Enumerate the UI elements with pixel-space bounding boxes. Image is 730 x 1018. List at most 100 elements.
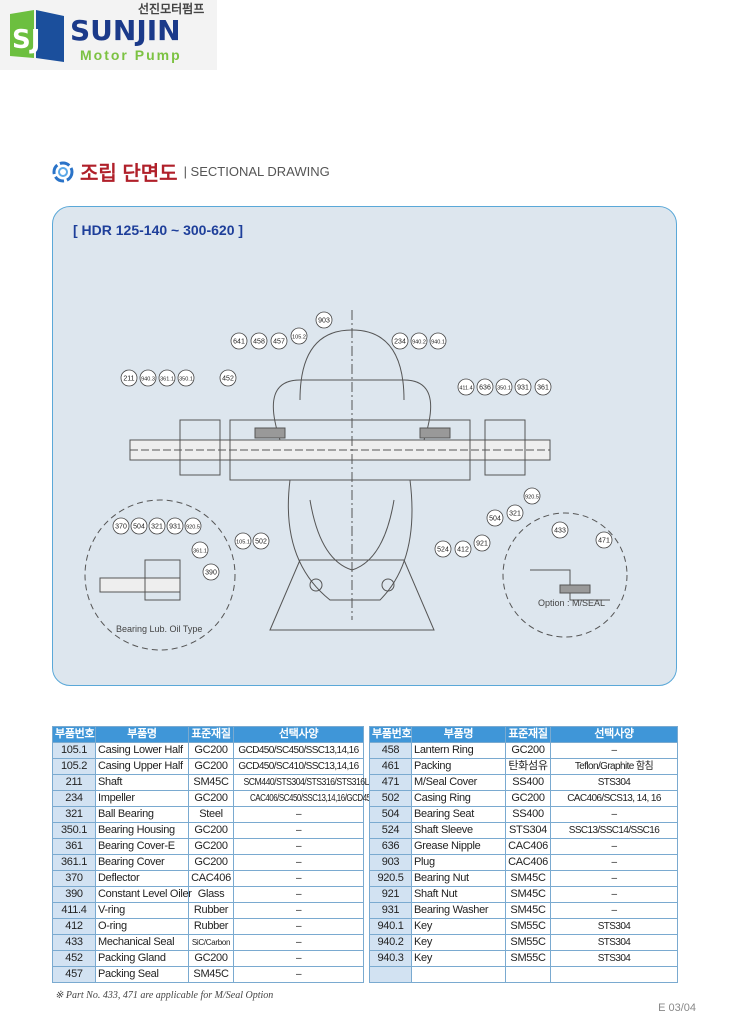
callout-940-1: 940.1: [429, 332, 447, 350]
cell-material: Steel: [188, 806, 234, 823]
cell-option-text: –: [296, 969, 302, 980]
cell-material: Rubber: [188, 902, 234, 919]
cell-material: SM45C: [505, 886, 551, 903]
callout-label: 524: [437, 547, 449, 554]
callout-524: 524: [434, 540, 452, 558]
cell-part-name: Bearing Cover: [95, 854, 189, 871]
cell-option-text: CAC406/SCS13, 14, 16: [567, 793, 661, 804]
callout-circle: [139, 369, 157, 387]
callout-circle: [476, 378, 494, 396]
callout-label: 504: [489, 516, 501, 523]
callout-label: 361.1: [193, 549, 207, 555]
cell-material: GC200: [188, 822, 234, 839]
callout-321: 321: [148, 517, 166, 535]
callout-label: 458: [253, 339, 265, 346]
cell-part-name: Packing Seal: [95, 966, 189, 983]
cell-option: –: [550, 854, 678, 871]
callout-circle: [219, 369, 237, 387]
callout-label: 504: [133, 524, 145, 531]
cell-option: –: [550, 838, 678, 855]
header-part-name: 부품명: [411, 726, 506, 743]
cell-part-no: 931: [369, 902, 412, 919]
cell-material: CAC406: [188, 870, 234, 887]
cell-option-text: –: [611, 889, 618, 900]
svg-text:SJ: SJ: [12, 25, 40, 55]
callout-label: 411.4: [459, 386, 472, 392]
callout-label: 433: [554, 528, 566, 535]
company-logo: SJ 선진모터펌프 SUNJIN Motor Pump: [0, 0, 217, 70]
cell-material: GC200: [188, 838, 234, 855]
cell-option: –: [233, 950, 364, 967]
cell-part-name: Key: [411, 918, 506, 935]
cell-option-text: –: [611, 841, 618, 852]
cell-part-no: 105.1: [52, 742, 96, 759]
cell-option-text: Teflon/Graphite 함침: [574, 761, 654, 772]
callout-931: 931: [514, 378, 532, 396]
cell-part-no: 211: [52, 774, 96, 791]
footnote: ※ Part No. 433, 471 are applicable for M…: [55, 990, 274, 1001]
detail-left-caption: Bearing Lub. Oil Type: [116, 624, 202, 634]
callout-411-4: 411.4: [457, 378, 475, 396]
callout-label: 940.1: [431, 340, 445, 346]
cell-part-name: Shaft: [95, 774, 189, 791]
cell-option-text: –: [611, 905, 618, 916]
cell-part-no: 940.1: [369, 918, 412, 935]
cell-option: SSC13/SSC14/SSC16: [550, 822, 678, 839]
cell-material: GC200: [188, 742, 234, 759]
cell-part-no: 350.1: [52, 822, 96, 839]
cell-part-name: Casing Lower Half: [95, 742, 189, 759]
cell-option-text: SCM440/STS304/STS316/STS316L: [243, 777, 370, 788]
cell-material: SS400: [505, 774, 551, 791]
callout-433: 433: [551, 521, 569, 539]
cell-option-text: –: [296, 937, 302, 948]
cell-material: Rubber: [188, 918, 234, 935]
callout-105-2: 105.2: [290, 327, 308, 345]
cell-option-text: –: [296, 873, 302, 884]
section-heading: 조립 단면도 | SECTIONAL DRAWING: [52, 157, 330, 186]
logo-korean-text: 선진모터펌프: [138, 2, 205, 16]
callout-circle: [202, 563, 220, 581]
cell-part-no: 105.2: [52, 758, 96, 775]
cell-part-no: 412: [52, 918, 96, 935]
callout-471: 471: [595, 531, 613, 549]
cell-option: –: [233, 854, 364, 871]
callout-105-1: 105.1: [234, 532, 252, 550]
cell-option: CAC406/SC450/SSC13,14,16/GCD450: [233, 790, 375, 807]
cell-part-no: 390: [52, 886, 96, 903]
callout-label: 931: [517, 385, 529, 392]
callout-label: 105.2: [292, 335, 306, 341]
callout-circle: [158, 369, 176, 387]
cell-option: –: [233, 838, 364, 855]
cell-part-name: Deflector: [95, 870, 189, 887]
cell-material: SM45C: [505, 902, 551, 919]
callout-label: 350.1: [497, 386, 511, 392]
callout-361: 361: [534, 378, 552, 396]
cell-option: –: [550, 902, 678, 919]
callout-label: 370: [115, 524, 127, 531]
cell-option: STS304: [550, 918, 678, 935]
callout-label: 452: [222, 376, 234, 383]
logo-subtitle: Motor Pump: [80, 47, 182, 63]
cell-part-no: 461: [369, 758, 412, 775]
cell-material: SM45C: [188, 774, 234, 791]
callout-350-1: 350.1: [495, 378, 513, 396]
cell-option-text: –: [611, 809, 618, 820]
callout-label: 361: [537, 385, 549, 392]
callout-circle: [250, 332, 268, 350]
cell-material: SM55C: [505, 934, 551, 951]
sj-logo-mark-icon: SJ: [10, 10, 64, 62]
